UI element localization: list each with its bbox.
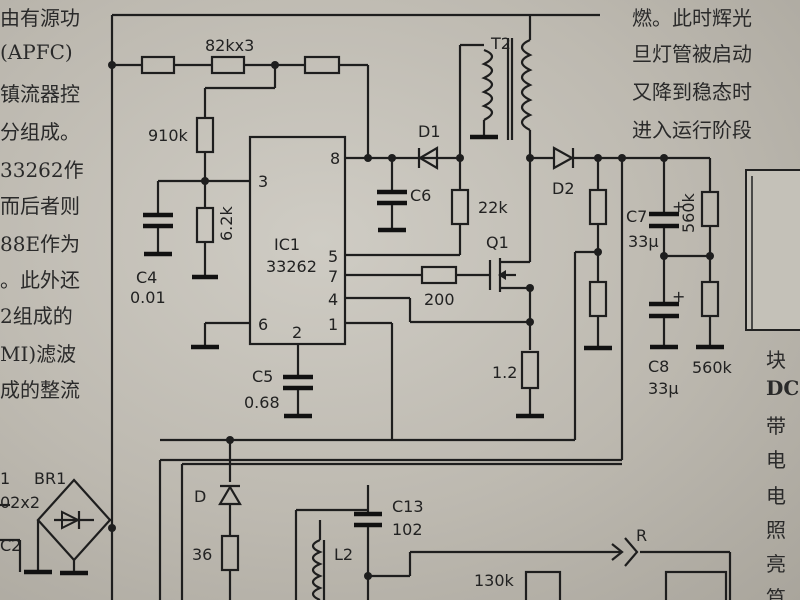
label-d-low: D [194,487,206,506]
right-bottom-text-line: 电 [766,484,786,508]
label-d1: D1 [418,122,441,141]
left-text-line: 。此外还 [0,268,80,292]
label-pin6: 6 [258,315,268,334]
right-bottom-text-line: 带 [766,414,786,438]
label-pin4: 4 [328,290,338,309]
right-text-line: 又降到稳态时 [632,80,752,104]
right-bottom-text-line: 电 [766,448,786,472]
bridge-rectifier [0,478,116,576]
label-c13: C13 [392,497,424,516]
right-bottom-text-line: 照 [766,518,786,542]
pin8-node [345,146,470,257]
left-text-line: 33262作 [0,158,84,182]
label-6k2: 6.2k [217,206,236,241]
label-c6: C6 [410,186,431,205]
component-labels: 82kx3 910k 6.2k C4 0.01 3 8 IC1 33262 5 … [0,34,733,590]
label-ic1: IC1 [274,235,300,254]
left-text-line: 分组成。 [0,120,80,144]
side-box [745,169,800,331]
label-br-value: 02x2 [0,493,40,512]
t2-transformer [458,15,533,158]
label-c7-value: 33μ [628,232,659,251]
label-c5: C5 [252,367,273,386]
label-c5-value: 0.68 [244,393,280,412]
label-c2: C2 [0,536,21,555]
label-910k: 910k [148,126,189,145]
label-r-chain: 82kx3 [205,36,254,55]
right-bottom-text-line: DC [766,376,800,400]
left-text-line: MI)滤波 [0,342,77,366]
label-r: R [636,526,647,545]
label-c8-value: 33μ [648,379,679,398]
left-text-line: 镇流器控 [0,82,80,106]
output-caps [649,158,724,350]
lower-stage [160,436,732,600]
label-plus-b: + [672,287,685,306]
label-c4: C4 [136,268,157,287]
left-text-line: 由有源功 [0,6,80,30]
label-22k: 22k [478,198,508,217]
right-text-line: 进入运行阶段 [632,118,752,142]
q1-mosfet [345,258,544,419]
label-200: 200 [424,290,455,309]
label-plus-a: + [672,197,685,216]
left-text-line: 成的整流 [0,378,80,402]
label-d2: D2 [552,179,575,198]
label-560k-a: 560k [679,192,698,233]
label-c13-value: 102 [392,520,423,539]
label-pin1: 1 [328,315,338,334]
c4-capacitor [143,179,250,257]
c5-capacitor [191,321,313,419]
label-c4-value: 0.01 [130,288,166,307]
label-560k-b: 560k [692,358,733,377]
label-c8: C8 [648,357,669,376]
top-resistor-chain [108,55,370,280]
label-c7: C7 [626,207,647,226]
label-1-2: 1.2 [492,363,517,382]
label-pin7: 7 [328,267,338,286]
left-text-line: 而后者则 [0,194,80,218]
feedback-line [345,250,598,442]
label-36: 36 [192,545,212,564]
right-text-line: 旦灯管被启动 [632,42,752,66]
label-bl-1: 1 [0,469,10,488]
label-l2: L2 [334,545,353,564]
right-bottom-text-line: 亮 [766,552,786,576]
left-text-line: (APFC) [0,40,73,64]
right-text-line: 燃。此时辉光 [632,6,752,30]
left-text-line: 2组成的 [0,304,73,328]
left-text-line: 88E作为 [0,232,81,256]
label-br1: BR1 [34,469,66,488]
label-q1: Q1 [486,233,509,252]
label-pin2: 2 [292,323,302,342]
label-pin3: 3 [258,172,268,191]
label-t2: T2 [490,34,511,53]
label-33262: 33262 [266,257,317,276]
output-divider [158,158,624,600]
label-130k: 130k [474,571,515,590]
right-bottom-text-line: 块 [766,348,786,372]
label-pin5: 5 [328,247,338,266]
right-bottom-text-line: 笪 [766,586,786,600]
label-pin8: 8 [330,149,340,168]
